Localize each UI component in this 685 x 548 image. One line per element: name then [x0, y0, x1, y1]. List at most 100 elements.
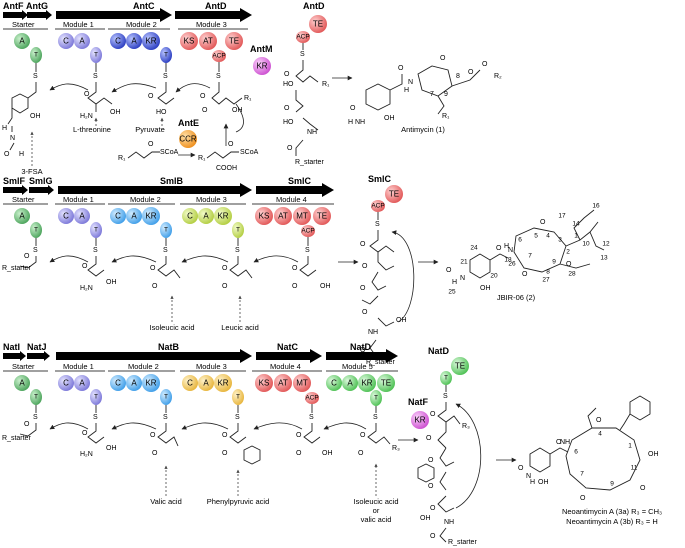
svg-text:TE: TE: [381, 379, 391, 388]
product-neoantimycin: O O H N OH NH O O O OH 4 1 6 7 9 11 Neoa…: [518, 395, 662, 526]
svg-text:O: O: [350, 105, 356, 112]
module-label-2-4: Module 4: [276, 195, 307, 204]
svg-text:ACP: ACP: [296, 34, 309, 41]
gene-label-ante: AntE: [178, 118, 199, 128]
svg-text:O: O: [222, 265, 228, 272]
gene-arrow-natd: [326, 349, 398, 363]
gene-label-antm: AntM: [250, 44, 273, 54]
precursor-valic-3: Valic acid: [150, 497, 182, 506]
domain-t-sm1: [90, 222, 102, 238]
svg-text:T: T: [236, 227, 240, 234]
svg-text:S: S: [309, 414, 314, 421]
starter-label-3: Starter: [12, 362, 35, 371]
svg-text:T: T: [94, 394, 98, 401]
svg-text:N: N: [526, 473, 531, 480]
gene-arrow-natj: [27, 351, 50, 361]
domain-kr-antm: [253, 57, 271, 75]
svg-text:O: O: [428, 483, 434, 490]
svg-text:KR: KR: [217, 212, 228, 221]
antd-release: AntD TE ACP AntM KR S O HO R₁ O HO NH O …: [250, 1, 353, 166]
svg-text:A: A: [19, 379, 25, 388]
svg-text:OH: OH: [384, 115, 395, 122]
svg-text:H: H: [404, 87, 409, 94]
domain-a-starter-3: [14, 375, 30, 391]
svg-text:T: T: [94, 227, 98, 234]
precursor-isoleucic-3: Isoleucic acid: [353, 497, 398, 506]
svg-text:O: O: [82, 263, 88, 270]
svg-text:9: 9: [552, 259, 556, 266]
svg-text:OH: OH: [538, 479, 549, 486]
domain-c-m2: [110, 33, 126, 49]
svg-text:T: T: [34, 227, 38, 234]
svg-text:O: O: [200, 93, 206, 100]
svg-text:C: C: [63, 379, 69, 388]
svg-text:O: O: [358, 450, 364, 457]
gene-label-natj: NatJ: [27, 342, 47, 352]
module-label-3-1: Module 1: [63, 362, 94, 371]
gene-label-antd-2: AntD: [303, 1, 325, 11]
svg-text:O: O: [84, 91, 90, 98]
domain-te-sm4: [313, 207, 331, 225]
svg-text:O: O: [24, 253, 30, 260]
svg-text:KR: KR: [361, 379, 372, 388]
svg-text:11: 11: [631, 465, 638, 472]
product-label-neoantimycin-b: Neoantimycin A (3b) R₃ = H: [566, 517, 658, 526]
svg-text:KS: KS: [184, 37, 195, 46]
domain-a-m1: [74, 33, 90, 49]
domain-acp-smlc: [371, 200, 385, 212]
domain-t-nm1: [90, 389, 102, 405]
chain-ant: S OH H N O H 3-FSA S O H₂N OH L-threonin…: [2, 62, 252, 176]
svg-text:O: O: [596, 417, 602, 424]
svg-text:9: 9: [444, 91, 448, 98]
product-jbir06: O O H N OH H N O O O 24 20 21 25 18 6 26…: [446, 203, 610, 303]
svg-text:OH: OH: [320, 283, 331, 290]
svg-text:H: H: [2, 125, 7, 132]
svg-text:O: O: [292, 283, 298, 290]
svg-text:O: O: [228, 141, 234, 148]
svg-text:13: 13: [600, 255, 608, 262]
svg-text:R_starter: R_starter: [2, 435, 31, 442]
svg-text:O: O: [446, 267, 452, 274]
svg-text:O: O: [428, 457, 434, 464]
gene-label-nati: NatI: [3, 342, 20, 352]
svg-text:KR: KR: [145, 37, 156, 46]
gene-label-natc: NatC: [277, 342, 299, 352]
domain-ks-m3: [180, 32, 198, 50]
svg-text:H: H: [504, 243, 509, 250]
svg-text:T: T: [444, 375, 448, 382]
svg-text:TE: TE: [313, 20, 323, 29]
svg-text:O: O: [202, 107, 208, 114]
gene-arrow-smlc: [256, 183, 334, 197]
svg-text:O: O: [24, 421, 30, 428]
starter-label-1: Starter: [12, 20, 35, 29]
svg-text:ACP: ACP: [305, 395, 318, 402]
svg-text:7: 7: [430, 91, 434, 98]
precursor-3fsa: 3-FSA: [21, 167, 42, 176]
svg-text:O: O: [150, 265, 156, 272]
panel-antimycin: AntF AntG AntC AntD Starter Module 1 Mod…: [2, 1, 502, 176]
module-label-2-1: Module 1: [63, 195, 94, 204]
svg-text:A: A: [19, 212, 25, 221]
gene-arrow-antg: [27, 10, 52, 20]
svg-text:S: S: [93, 73, 98, 80]
svg-text:H: H: [452, 279, 457, 286]
gene-label-smlb: SmlB: [160, 176, 184, 186]
svg-text:HO: HO: [283, 81, 294, 88]
svg-text:N: N: [508, 247, 513, 254]
svg-text:T: T: [164, 52, 168, 59]
svg-text:S: S: [33, 73, 38, 80]
svg-text:25: 25: [448, 289, 456, 296]
svg-text:27: 27: [542, 277, 550, 284]
precursor-pyruvate: Pyruvate: [135, 125, 165, 134]
domain-c-nm1: [58, 375, 74, 391]
svg-text:ACP: ACP: [301, 228, 314, 235]
svg-text:O: O: [152, 283, 158, 290]
svg-text:O: O: [440, 55, 446, 62]
gene-label-natd: NatD: [350, 342, 372, 352]
domain-c-sm1: [58, 208, 74, 224]
svg-text:O: O: [496, 245, 502, 252]
svg-text:O: O: [556, 439, 562, 446]
svg-text:4: 4: [546, 233, 550, 240]
svg-text:O: O: [522, 271, 528, 278]
